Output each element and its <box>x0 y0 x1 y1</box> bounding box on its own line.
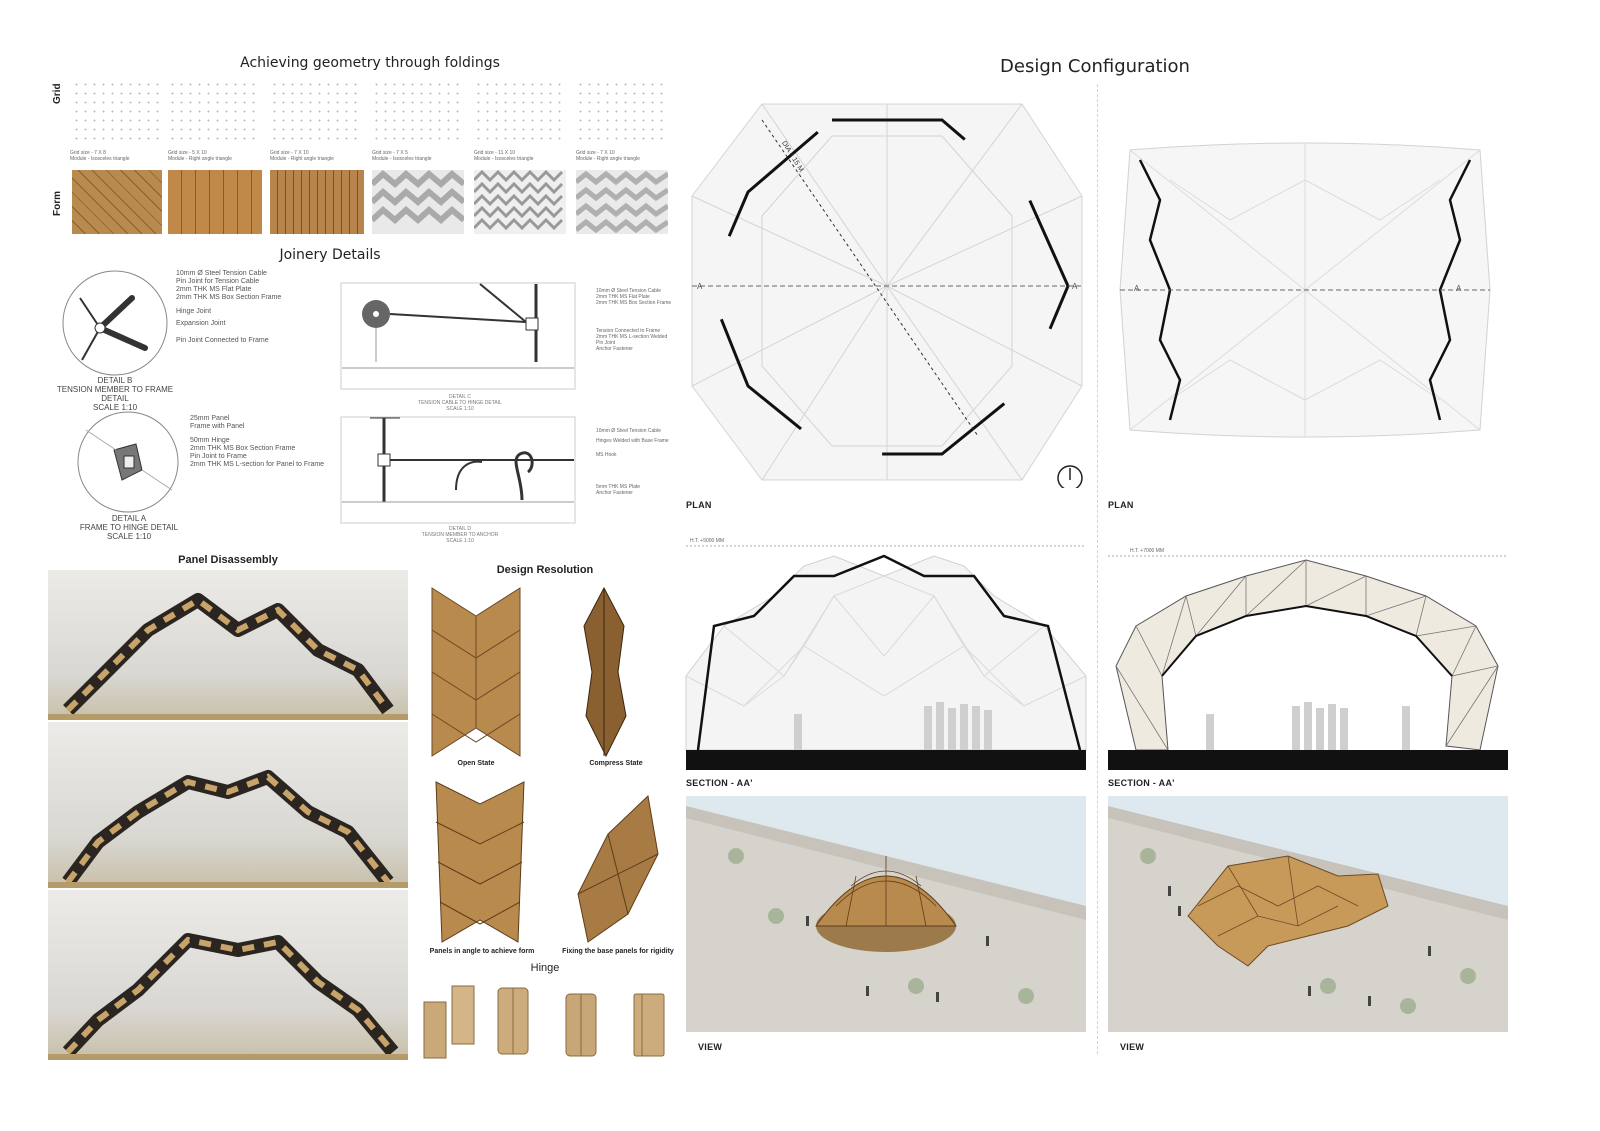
grid-pattern-2 <box>168 80 260 144</box>
plan-label-2: PLAN <box>1108 500 1134 510</box>
form-sample-5 <box>472 169 566 234</box>
detail-c-drawing <box>340 282 576 390</box>
detail-b-drawing <box>60 268 170 378</box>
disassembly-photo-2 <box>48 722 408 888</box>
config-title: Design Configuration <box>1000 56 1190 77</box>
disassembly-title: Panel Disassembly <box>178 554 278 566</box>
hinge-title: Hinge <box>530 962 560 974</box>
compress-state-image <box>580 586 628 758</box>
disassembly-photo-3 <box>48 890 408 1060</box>
compress-state-caption: Compress State <box>589 760 643 767</box>
hinge-image-1 <box>422 984 478 1060</box>
base-panels-caption: Fixing the base panels for rigidity <box>562 948 674 955</box>
view-render-2 <box>1108 796 1508 1032</box>
panels-angle-caption: Panels in angle to achieve form <box>429 948 535 955</box>
grid-pattern-3 <box>270 80 362 144</box>
section-label-1: SECTION - AA' <box>686 778 753 788</box>
hinge-image-2 <box>494 984 534 1060</box>
section-drawing-2 <box>1106 546 1510 772</box>
plan-drawing-1 <box>682 96 1092 491</box>
section-mark-a-left-2: A <box>1134 284 1140 293</box>
section-mark-a-left-1: A <box>697 282 703 291</box>
form-sample-4 <box>369 170 466 234</box>
view-render-1 <box>686 796 1086 1032</box>
section-level-left: H.T. +5000 MM <box>690 538 725 544</box>
plan-drawing-2 <box>1110 140 1500 440</box>
detail-d-drawing <box>340 416 576 524</box>
section-level-right: H.T. +7000 MM <box>1130 548 1165 554</box>
view-label-2: VIEW <box>1120 1042 1145 1052</box>
form-sample-2 <box>168 170 262 234</box>
hinge-image-4 <box>630 990 670 1060</box>
grid-pattern-4 <box>372 80 464 144</box>
row-label-form: Form <box>52 191 63 216</box>
section-mark-a-right-2: A <box>1456 284 1462 293</box>
form-sample-1 <box>72 170 162 234</box>
disassembly-photo-1 <box>48 570 408 720</box>
open-state-caption: Open State <box>457 760 495 767</box>
joinery-title: Joinery Details <box>279 247 381 263</box>
grid-pattern-1 <box>72 80 160 144</box>
column-divider <box>1097 84 1098 1054</box>
open-state-image <box>430 586 522 758</box>
grid-pattern-5 <box>474 80 566 144</box>
detail-a-drawing <box>76 410 180 514</box>
section-label-2: SECTION - AA' <box>1108 778 1175 788</box>
base-panels-image <box>568 794 664 944</box>
hinge-image-3 <box>562 990 602 1060</box>
form-sample-6 <box>574 170 670 234</box>
panels-angle-image <box>432 780 528 944</box>
plan-label-1: PLAN <box>686 500 712 510</box>
resolution-title: Design Resolution <box>496 564 594 576</box>
fold-title: Achieving geometry through foldings <box>240 55 500 71</box>
row-label-grid: Grid <box>52 83 63 104</box>
view-label-1: VIEW <box>698 1042 723 1052</box>
grid-pattern-6 <box>576 80 668 144</box>
section-mark-a-right-1: A <box>1072 282 1078 291</box>
form-sample-3 <box>270 170 364 234</box>
section-drawing-1 <box>684 536 1088 772</box>
